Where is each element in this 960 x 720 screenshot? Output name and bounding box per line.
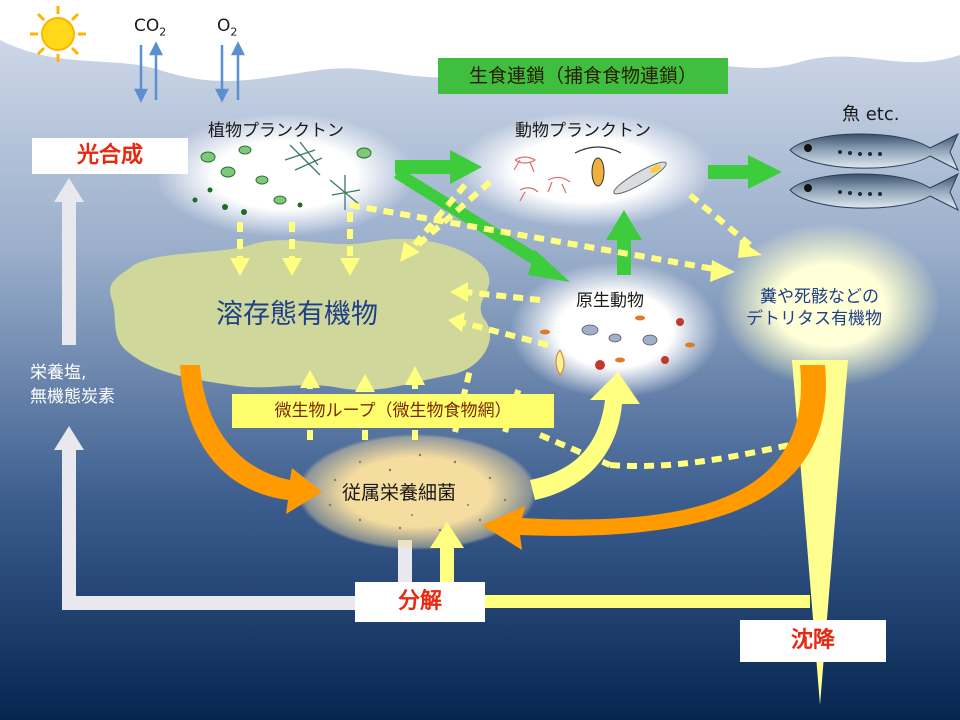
microbial-loop-label: 微生物ループ（微生物食物網） — [232, 394, 554, 428]
protozoa-label: 原生動物 — [576, 291, 644, 311]
doc-label: 溶存態有機物 — [216, 299, 378, 330]
sun-icon — [30, 6, 86, 62]
phytoplankton-label: 植物プランクトン — [208, 121, 344, 141]
co2-label: CO2 — [134, 16, 167, 39]
zooplankton-icons — [513, 146, 667, 202]
nutrients-label-line2: 無機態炭素 — [30, 387, 115, 407]
zooplankton-label: 動物プランクトン — [515, 121, 651, 141]
detritus-label-line1: 糞や死骸などの — [760, 287, 879, 307]
nutrients-label-line1: 栄養塩, — [30, 363, 87, 383]
o2-label: O2 — [217, 16, 238, 39]
gas-exchange-arrows — [133, 41, 246, 103]
nutrient-cycle-arrows — [54, 178, 412, 610]
doc-to-bacteria-arrows — [180, 365, 826, 550]
dashed-arrow-heads — [230, 240, 762, 392]
doc-blob — [110, 238, 491, 391]
detritus-label-line2: デトリタス有機物 — [746, 309, 882, 329]
decomposition-label: 分解 — [355, 582, 485, 622]
fish-label: 魚 etc. — [842, 104, 900, 125]
bacteria-ellipse — [297, 434, 537, 550]
microbial-loop-dashed-arrows — [237, 179, 791, 469]
bacteria-speckles — [328, 453, 507, 532]
zooplankton-cloud — [455, 112, 715, 228]
photosynthesis-label: 光合成 — [32, 138, 188, 174]
phytoplankton-icons — [192, 141, 372, 215]
grazing-chain-label: 生食連鎖（捕食食物連鎖） — [438, 58, 728, 94]
detritus-glow — [720, 223, 940, 387]
fish-icon — [789, 132, 960, 212]
microbial-solid-arrows — [430, 372, 810, 608]
sinking-label: 沈降 — [740, 620, 886, 662]
bacteria-label: 従属栄養細菌 — [342, 482, 457, 504]
protozoa-icons — [540, 315, 695, 377]
